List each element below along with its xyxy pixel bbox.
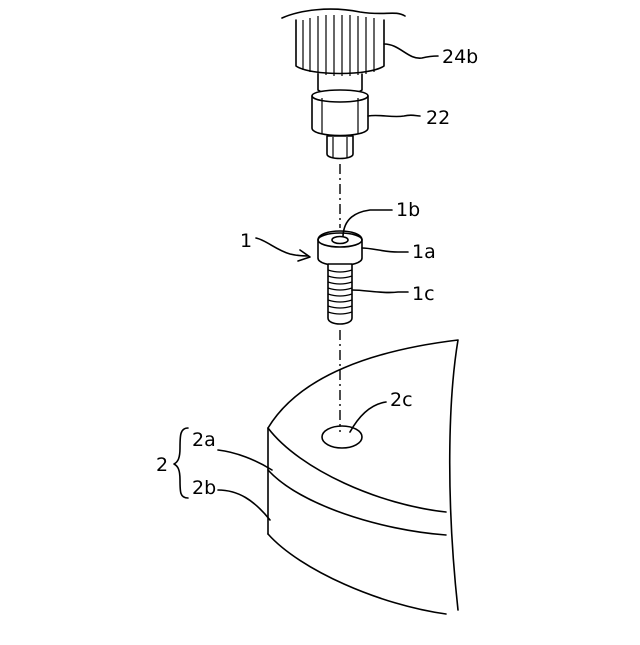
bolt-1 [318,231,362,324]
label-2c: 2c [390,389,413,411]
label-1b: 1b [396,199,420,221]
label-2b: 2b [192,477,216,499]
label-24b: 24b [442,46,478,68]
label-1a: 1a [412,241,436,263]
label-1c: 1c [412,283,435,305]
plate-hole-2c [322,426,362,448]
tool-drive-24b [282,9,405,94]
plate-2 [268,340,458,614]
label-2a: 2a [192,429,216,451]
label-22: 22 [426,107,450,129]
label-1: 1 [240,230,252,252]
label-2: 2 [156,454,168,476]
socket-22 [312,90,368,159]
